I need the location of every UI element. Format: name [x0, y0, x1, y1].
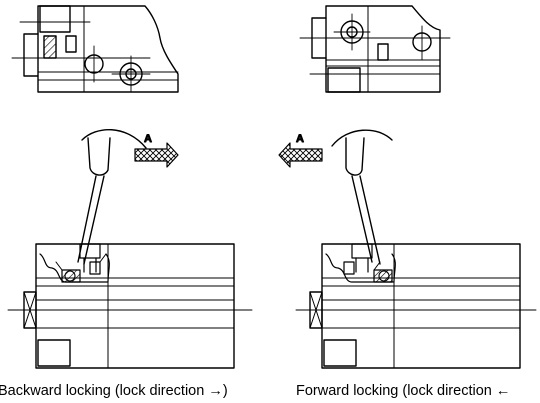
arrow-label-left: A — [144, 133, 152, 145]
bottom-left-port-box — [37, 339, 71, 367]
lock-pin — [43, 35, 57, 59]
circle-port-2 — [111, 55, 151, 93]
left-screwdriver — [77, 129, 147, 265]
lock-pin-slot — [377, 43, 389, 61]
circle-port-3 — [333, 13, 371, 51]
top-left-port-box — [39, 5, 71, 33]
bottom-right-cylinder — [295, 243, 537, 369]
right-direction-arrow: A — [134, 133, 179, 168]
top-right-port-box — [327, 67, 361, 93]
top-left-detail-view — [11, 5, 179, 93]
right-screwdriver — [331, 129, 393, 265]
caption-forward-locking: Forward locking (lock direction ← — [296, 383, 510, 399]
circle-port-4 — [412, 25, 432, 61]
left-direction-arrow: A — [278, 133, 323, 168]
bottom-right-port-box — [323, 339, 357, 367]
circle-port-1 — [84, 45, 104, 83]
top-right-detail-view — [299, 5, 451, 93]
caption-backward-locking: Backward locking (lock direction →) — [0, 383, 228, 399]
bottom-left-cylinder — [7, 243, 253, 369]
arrow-label-right: A — [296, 133, 304, 145]
